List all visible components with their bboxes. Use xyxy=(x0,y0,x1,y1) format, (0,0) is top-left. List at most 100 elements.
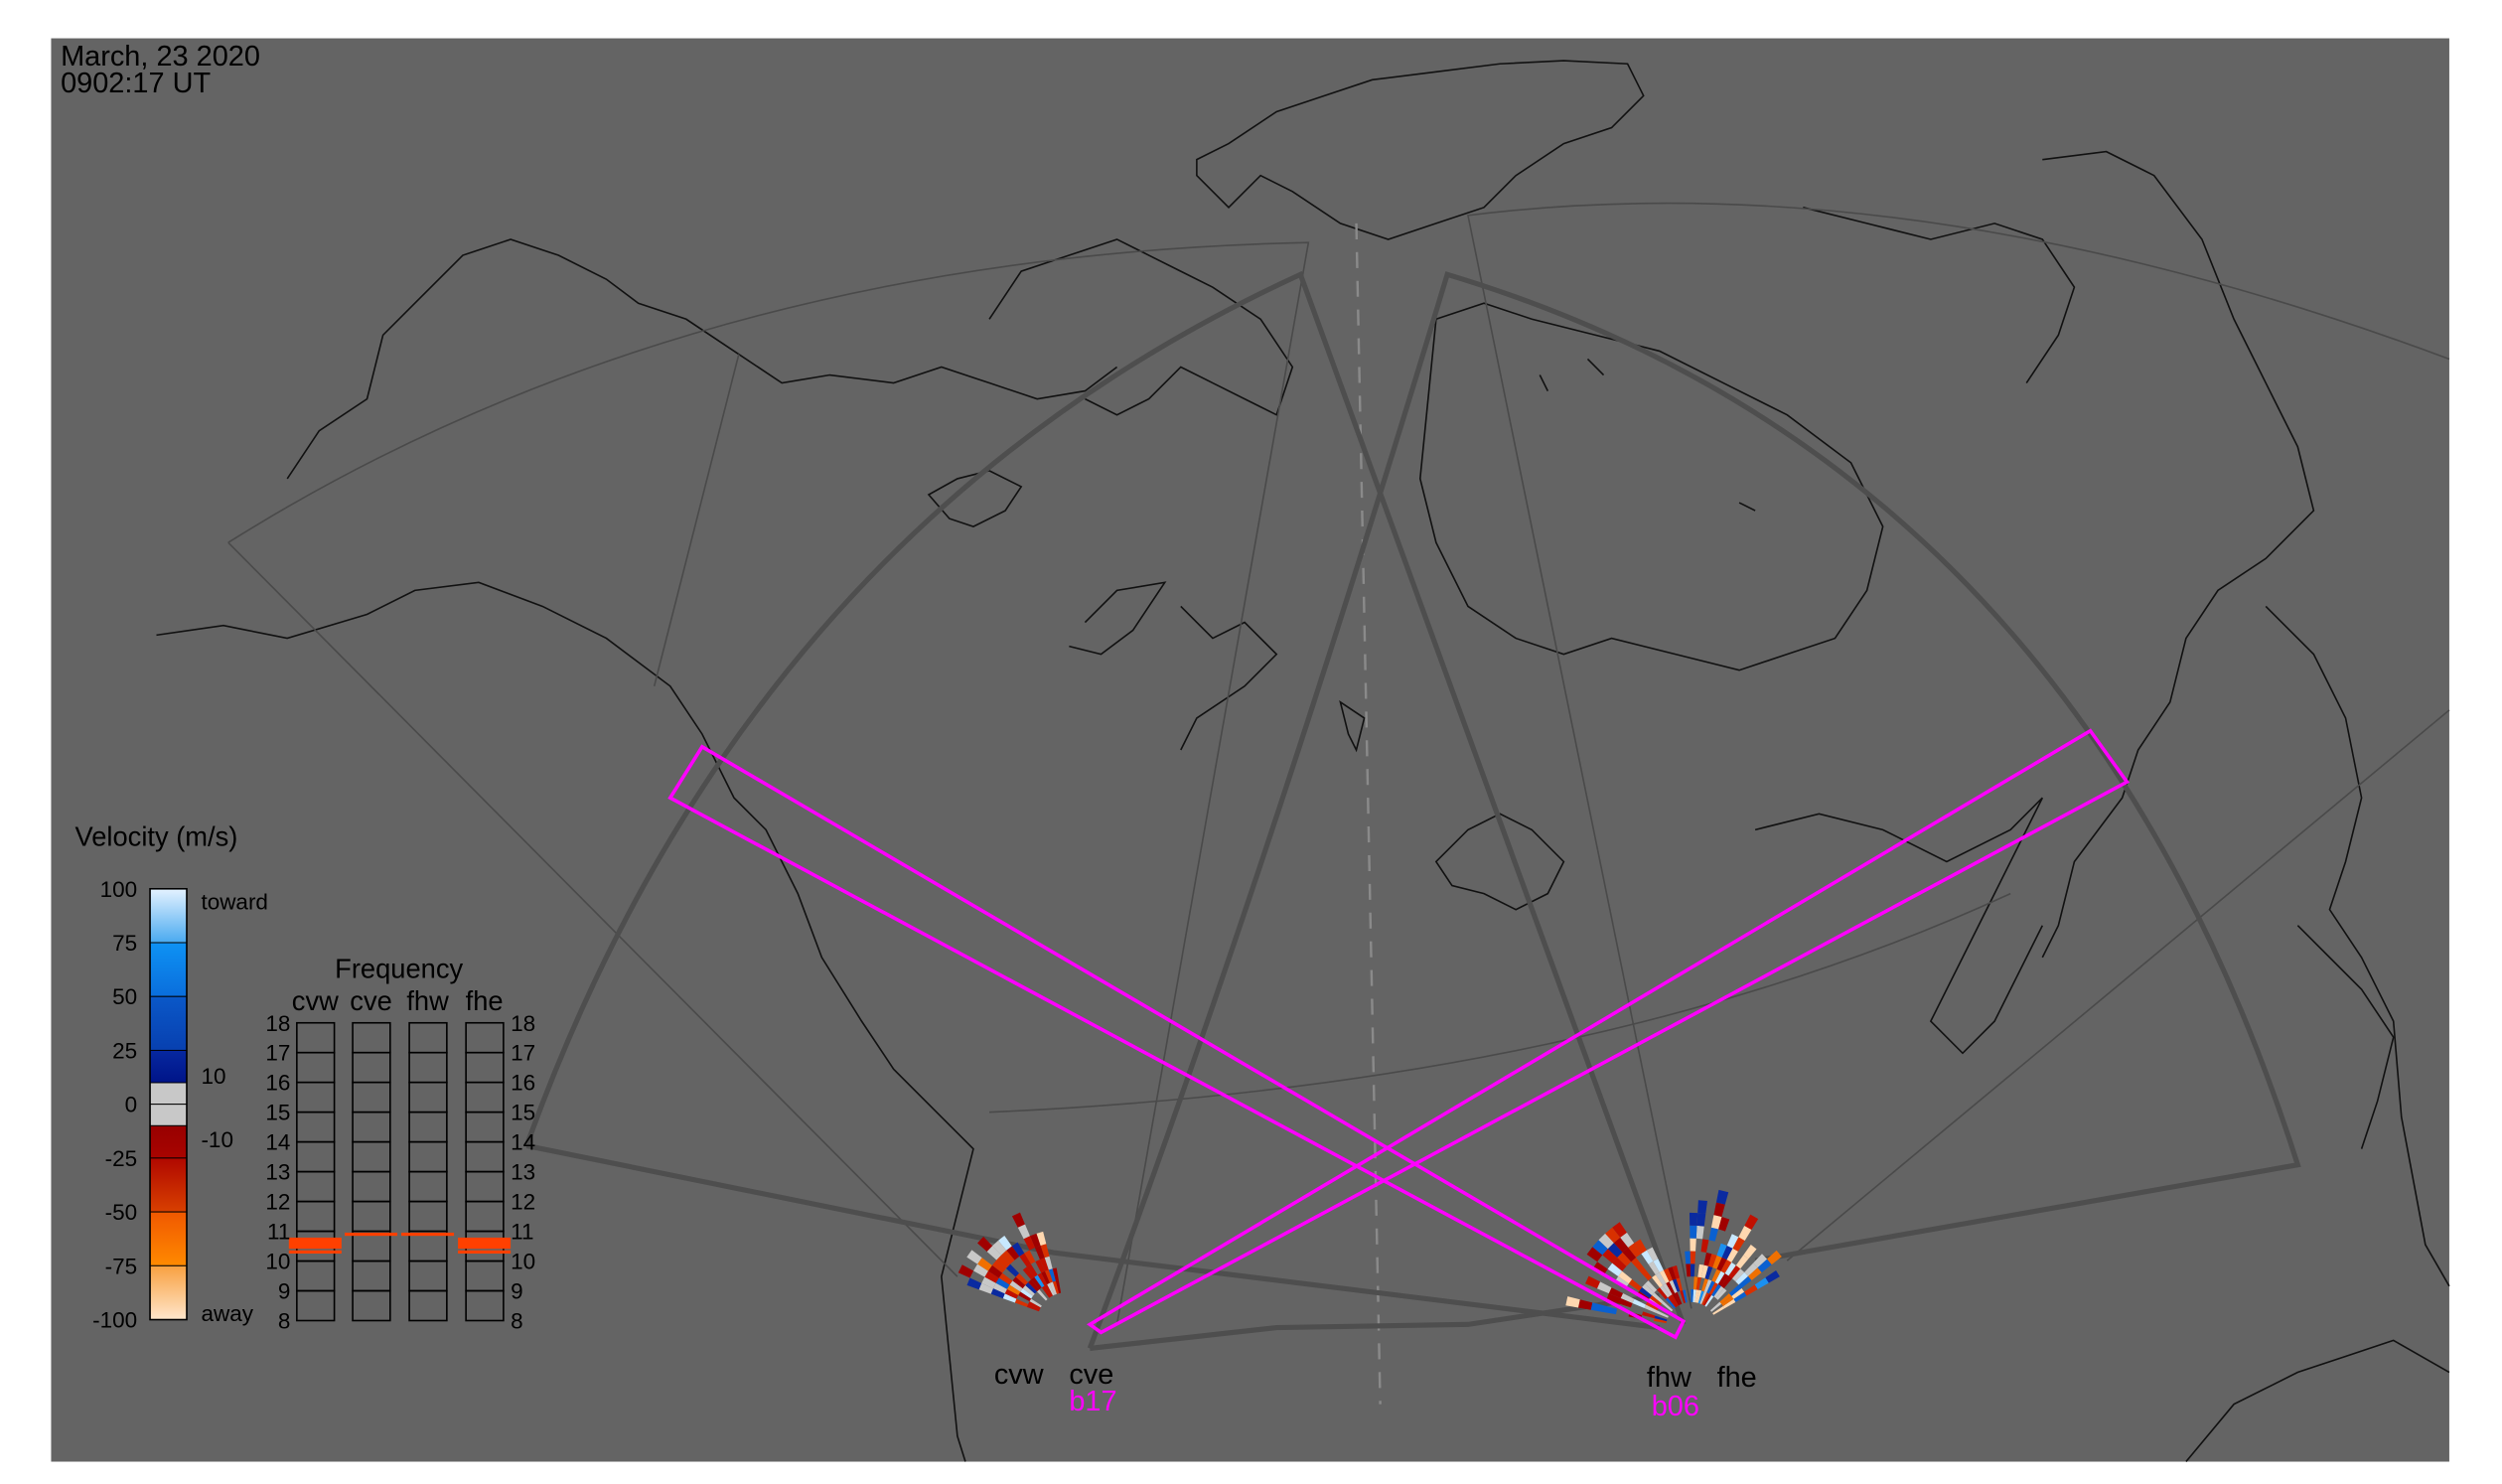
radar-cell xyxy=(996,1255,1011,1268)
radar-cell xyxy=(1716,1257,1727,1271)
radar-cell xyxy=(1653,1318,1667,1324)
time-label: 0902:17 UT xyxy=(61,68,211,99)
radar-cell xyxy=(1697,1290,1704,1304)
radar-cell xyxy=(1017,1224,1030,1240)
colorbar-segment xyxy=(149,942,188,997)
radar-cell xyxy=(1732,1237,1745,1252)
radar-cell xyxy=(1036,1231,1047,1247)
radar-cell xyxy=(1654,1315,1668,1322)
radar-cell xyxy=(1035,1259,1045,1273)
radar-cell xyxy=(1026,1263,1038,1277)
frequency-scale-left: 18 xyxy=(265,1011,290,1036)
coastline-hudson xyxy=(1069,581,1278,751)
radar-cell xyxy=(1757,1259,1772,1273)
radar-label-cve: cve xyxy=(1069,1359,1113,1391)
radar-cell xyxy=(1704,1265,1713,1280)
radar-cell xyxy=(1652,1292,1664,1304)
radar-cell xyxy=(1590,1302,1605,1312)
coastline-china xyxy=(1754,797,2044,1055)
radar-cell xyxy=(1005,1263,1020,1277)
frequency-scale-right: 17 xyxy=(511,1041,535,1066)
coastline-canada-arctic xyxy=(988,238,1294,416)
radar-scatter-cells xyxy=(957,1189,1782,1324)
radar-cell xyxy=(1703,1279,1712,1293)
radar-cell xyxy=(1029,1298,1042,1308)
radar-cell xyxy=(1642,1283,1655,1296)
radar-cell xyxy=(1716,1243,1727,1258)
colorbar-segment xyxy=(149,1104,188,1126)
radar-cell xyxy=(1612,1222,1627,1238)
radar-cell xyxy=(1617,1252,1632,1266)
radar-cell xyxy=(1006,1246,1020,1261)
radar-cell xyxy=(1695,1289,1702,1303)
frequency-band-edge-fhe xyxy=(458,1250,512,1255)
radar-cell xyxy=(1656,1310,1669,1318)
radar-cell xyxy=(1675,1291,1683,1305)
coastline-europe-north xyxy=(1803,207,2076,383)
radar-cell xyxy=(1602,1249,1618,1263)
fov-box-inner xyxy=(653,354,740,686)
radar-cell xyxy=(1702,1293,1712,1306)
fov-cvw-bottom xyxy=(525,1142,1661,1331)
radar-cell xyxy=(977,1237,993,1252)
radar-cell xyxy=(1754,1277,1769,1290)
fov-edge-cvw-left xyxy=(227,541,958,1277)
colorbar-tick-label: -75 xyxy=(105,1254,137,1278)
radar-cell xyxy=(1721,1295,1734,1306)
beam-label-b06: b06 xyxy=(1652,1391,1699,1422)
radar-cell xyxy=(1735,1271,1749,1285)
radar-cell xyxy=(1592,1240,1608,1256)
radar-cell xyxy=(1722,1298,1736,1309)
radar-cell xyxy=(1661,1301,1674,1312)
radar-cell xyxy=(966,1250,982,1264)
radar-cell xyxy=(1012,1276,1026,1289)
radar-cell xyxy=(1708,1227,1719,1242)
radar-cell xyxy=(1715,1288,1727,1300)
radar-cell xyxy=(1728,1284,1742,1296)
radar-cell xyxy=(1744,1262,1758,1276)
fov-outline-fhe xyxy=(1467,202,2450,1309)
radar-cell xyxy=(1709,1301,1722,1312)
radar-cell xyxy=(997,1236,1012,1251)
colorbar-tick-label: 50 xyxy=(112,984,137,1009)
radar-cell xyxy=(1618,1298,1633,1308)
radar-cell xyxy=(957,1264,974,1278)
radar-cell xyxy=(1701,1292,1709,1305)
radar-cell xyxy=(1720,1260,1732,1273)
radar-cell xyxy=(1717,1272,1729,1286)
radar-cell xyxy=(1652,1274,1664,1288)
radar-cell xyxy=(1655,1271,1667,1286)
radar-cell xyxy=(1669,1279,1678,1293)
radar-cell xyxy=(1644,1304,1658,1313)
radar-cell xyxy=(1666,1281,1676,1295)
radar-cell xyxy=(1721,1246,1733,1261)
radar-cell xyxy=(1607,1262,1623,1276)
radar-cell xyxy=(1715,1189,1729,1205)
radar-cell xyxy=(1690,1263,1695,1277)
noon-meridian-dashed-line xyxy=(1355,223,1382,1405)
threshold-pos-label: 10 xyxy=(201,1064,225,1089)
map-background xyxy=(51,38,2449,1462)
radar-cell xyxy=(1596,1281,1612,1294)
radar-cell xyxy=(1592,1261,1608,1275)
radar-cell xyxy=(1713,1285,1724,1298)
frequency-title: Frequency xyxy=(335,954,463,984)
radar-cell xyxy=(984,1270,999,1283)
radar-cell xyxy=(1711,1283,1721,1297)
radar-cell xyxy=(1663,1283,1673,1296)
radar-cell xyxy=(1646,1247,1659,1261)
radar-cell xyxy=(1023,1236,1035,1251)
radar-cell xyxy=(1598,1233,1614,1250)
radar-cell xyxy=(1052,1267,1059,1281)
radar-cell xyxy=(1733,1291,1747,1302)
radar-cell xyxy=(1622,1247,1637,1262)
radar-cell xyxy=(1711,1268,1721,1282)
radar-cell xyxy=(1565,1296,1580,1308)
radar-cell xyxy=(977,1258,992,1271)
frequency-scale-right: 11 xyxy=(511,1220,533,1245)
radar-cell xyxy=(1628,1278,1643,1291)
colorbar-tick-label: 100 xyxy=(100,877,138,902)
coastlines xyxy=(156,60,2450,1463)
radar-cell xyxy=(1695,1225,1704,1240)
